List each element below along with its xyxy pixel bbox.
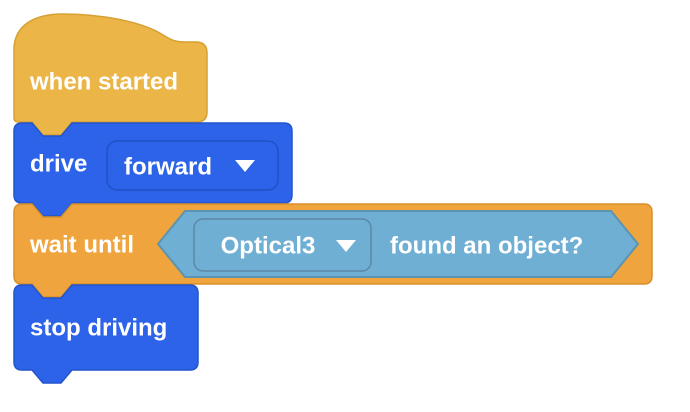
stop-driving-label: stop driving	[30, 315, 167, 342]
when-started-label: when started	[29, 69, 178, 96]
drive-direction-dropdown[interactable]: forward	[106, 140, 279, 191]
block-when-started[interactable]: when started	[13, 13, 208, 136]
drive-direction-dropdown-field	[106, 140, 279, 191]
block-drive[interactable]: drive forward	[13, 122, 293, 217]
boolean-condition-block[interactable]: Optical3 found an object?	[157, 210, 639, 278]
block-wait-until[interactable]: wait until Optical3 found an object?	[13, 203, 653, 298]
block-stop-driving[interactable]: stop driving	[13, 284, 199, 384]
condition-label: found an object?	[390, 233, 583, 260]
drive-direction-value: forward	[124, 154, 212, 181]
stop-driving-block-shape	[13, 284, 199, 384]
sensor-dropdown[interactable]: Optical3	[193, 218, 372, 272]
drive-label: drive	[30, 151, 87, 178]
wait-until-label: wait until	[29, 232, 134, 259]
sensor-dropdown-value: Optical3	[221, 233, 316, 260]
sensor-dropdown-field	[193, 218, 372, 272]
caret-down-icon	[336, 240, 356, 252]
caret-down-icon	[235, 160, 255, 172]
